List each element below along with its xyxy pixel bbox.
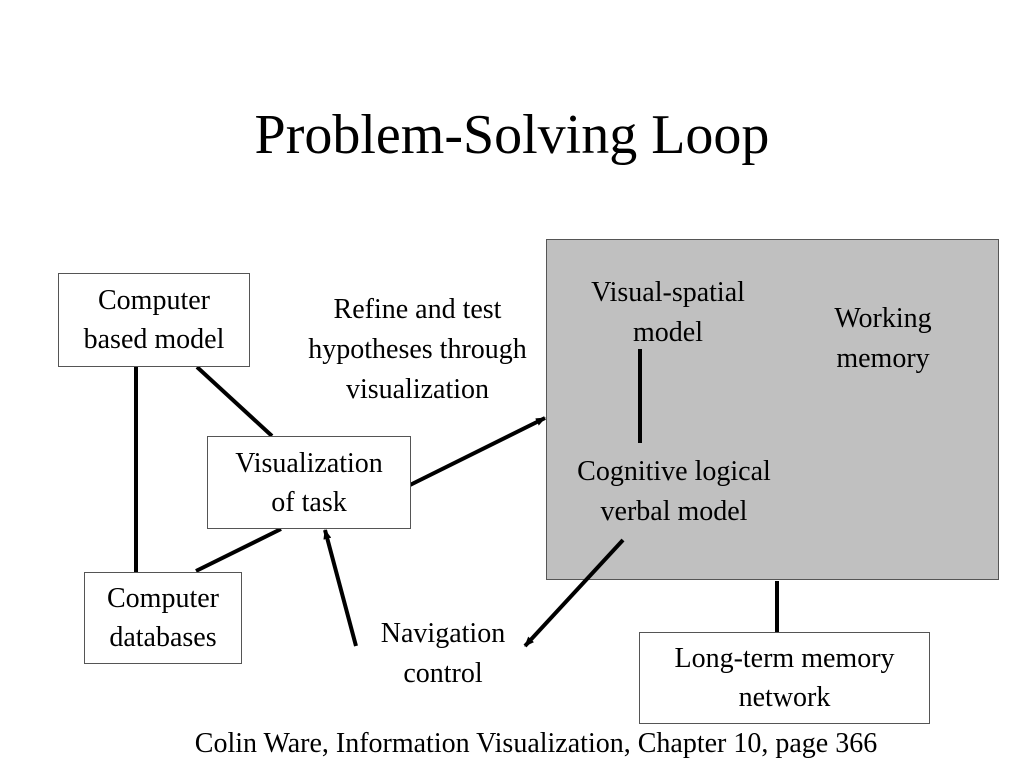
visual-spatial-model-label: Visual-spatial model (591, 277, 745, 348)
arrow-visualization-to-working-memory (409, 416, 546, 487)
computer-databases-box: Computer databases (84, 572, 242, 664)
visualization-of-task-box: Visualization of task (207, 436, 411, 529)
citation-caption: Colin Ware, Information Visualization, C… (194, 728, 878, 759)
computer-based-model-box: Computer based model (58, 273, 250, 367)
connector-model-to-visualization (195, 365, 274, 438)
slide-title: Problem-Solving Loop (254, 104, 770, 166)
working-memory-region (546, 239, 999, 580)
navigation-control-label: Navigation control (380, 618, 506, 689)
arrow-cognitive-to-navigation (523, 538, 625, 648)
computer-based-model-label: Computer based model (83, 285, 225, 355)
cognitive-model-label: Cognitive logical verbal model (577, 456, 771, 527)
computer-databases-label: Computer databases (107, 583, 219, 653)
long-term-memory-label: Long-term memory network (674, 643, 895, 713)
working-memory-label: Working memory (834, 303, 932, 374)
long-term-memory-box: Long-term memory network (639, 632, 930, 724)
visualization-of-task-label: Visualization of task (235, 447, 383, 518)
connector-databases-to-visualization (195, 527, 282, 573)
refine-hypotheses-label: Refine and test hypotheses through visua… (308, 294, 527, 405)
arrow-navigation-to-visualization (323, 529, 358, 647)
